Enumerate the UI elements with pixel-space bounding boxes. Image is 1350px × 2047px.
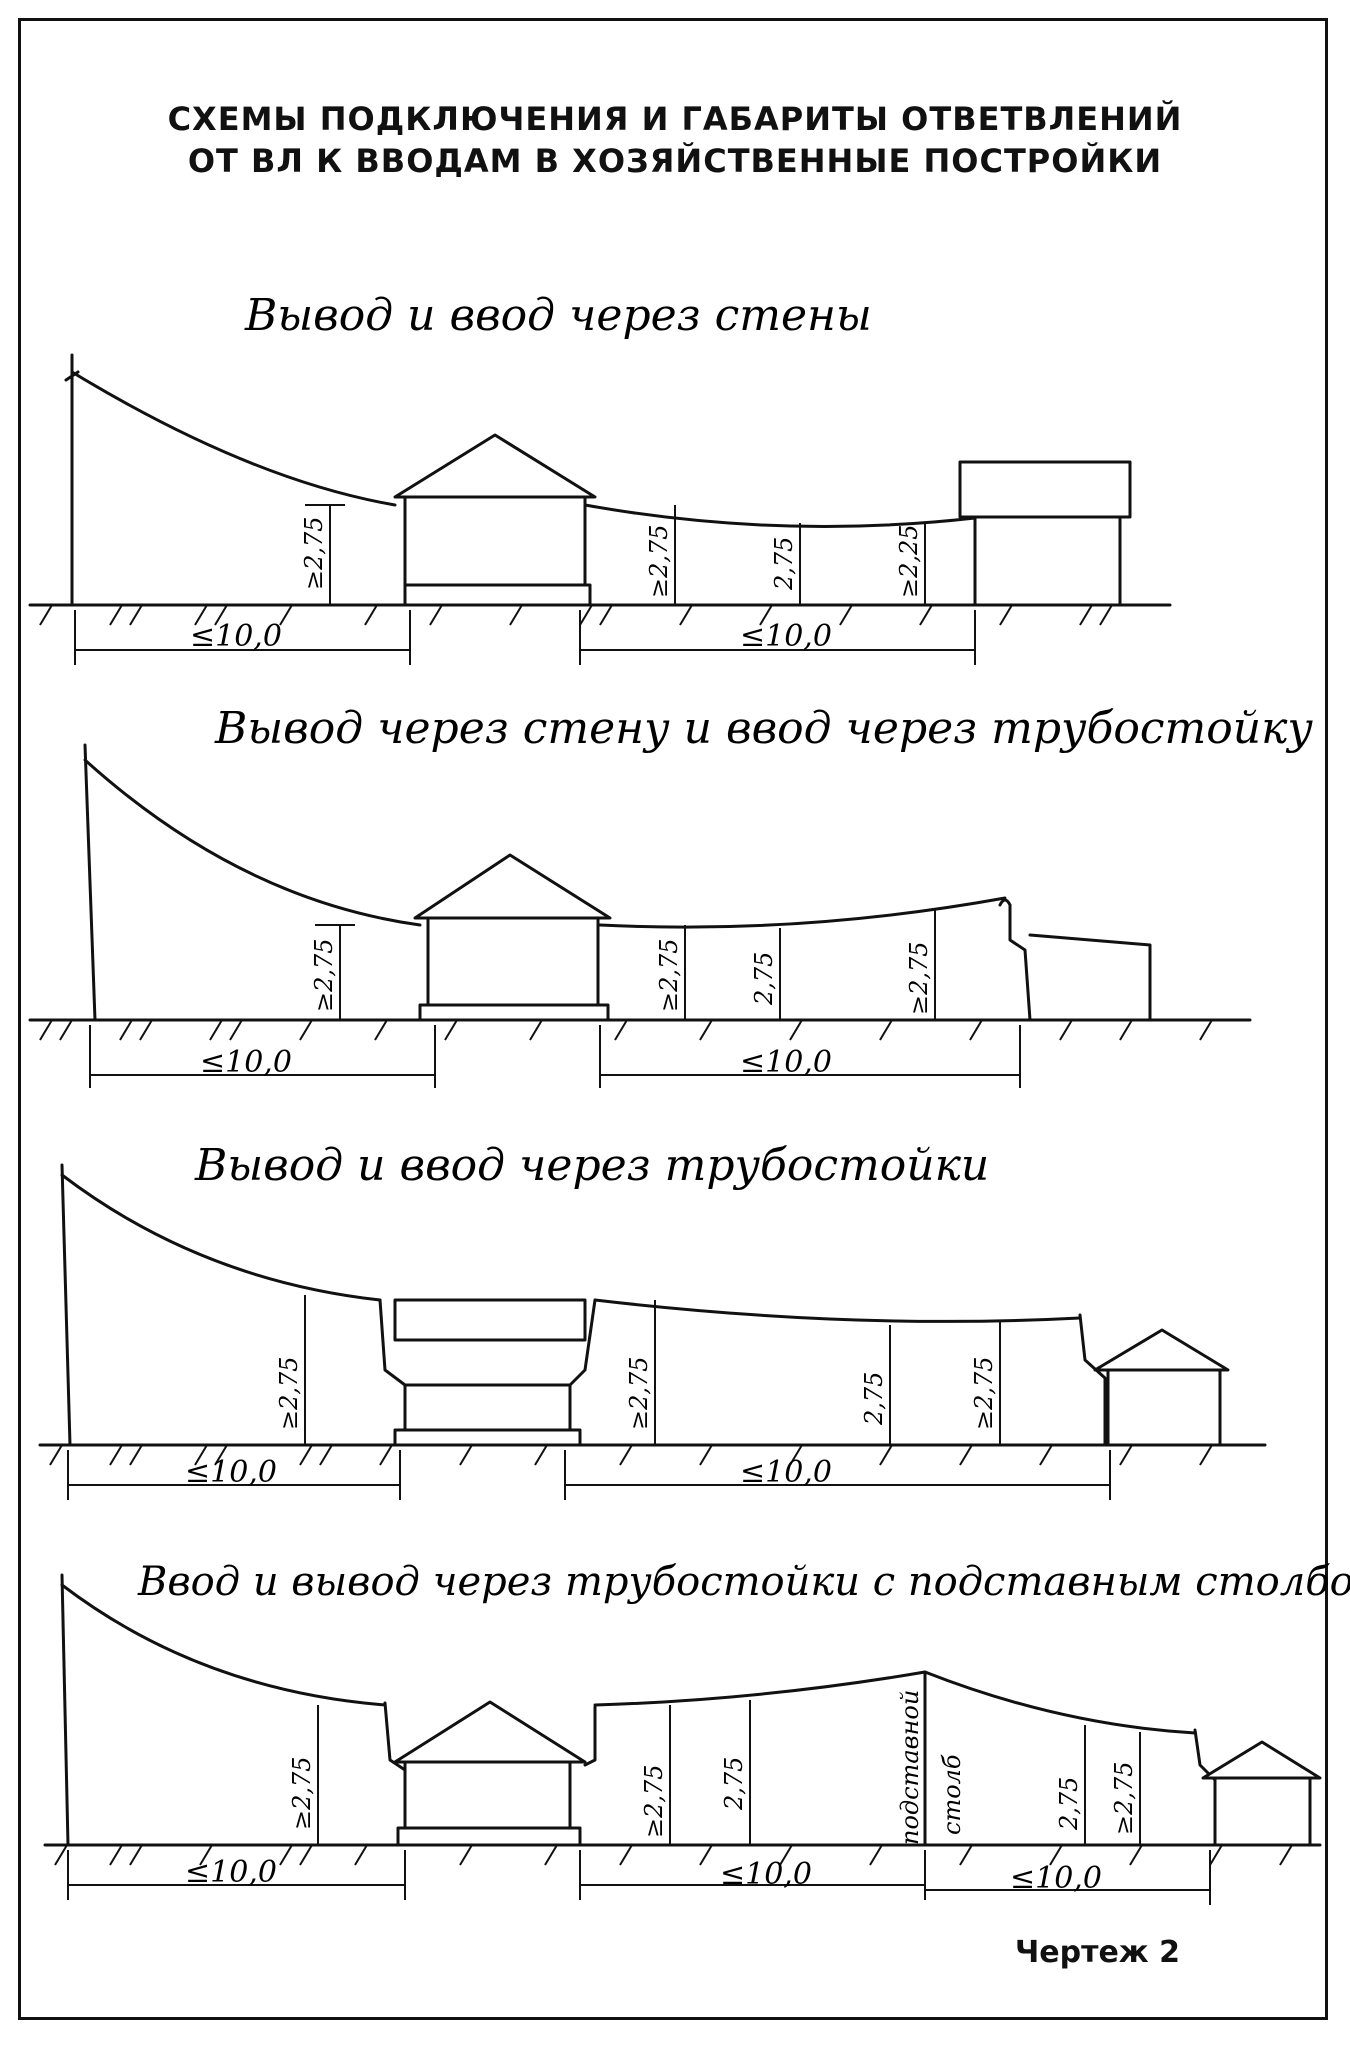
scheme-1-building-2: [958, 460, 1132, 607]
scheme-3-caption: Вывод и ввод через трубостойки: [194, 1140, 989, 1191]
scheme-4-height-3: 2,75: [720, 1757, 748, 1811]
scheme-1-span-2: ≤10,0: [740, 619, 832, 654]
scheme-1-height-4: ≥2,25: [895, 524, 923, 598]
scheme-1-height-1: ≥2,75: [300, 516, 328, 590]
scheme-1-wire-2: [583, 503, 977, 528]
scheme-4-building-2: [1193, 1728, 1322, 1847]
title-line-2: ОТ ВЛ К ВВОДАМ В ХОЗЯЙСТВЕННЫЕ ПОСТРОЙКИ: [187, 142, 1163, 180]
scheme-3-height-4: ≥2,75: [970, 1356, 998, 1430]
scheme-4-pole: [60, 1573, 70, 1847]
scheme-1-building-1: [393, 433, 597, 607]
scheme-4-height-1: ≥2,75: [288, 1756, 316, 1830]
scheme-2-height-4: ≥2,75: [905, 941, 933, 1015]
scheme-1: Вывод и ввод через стены: [28, 290, 1172, 665]
scheme-2-height-2: ≥2,75: [655, 938, 683, 1012]
scheme-3: Вывод и ввод через трубостойки: [38, 1140, 1267, 1500]
scheme-4-wire-3: [923, 1670, 1197, 1735]
scheme-2-caption: Вывод через стену и ввод через трубостой…: [214, 703, 1313, 754]
scheme-2-wire-2: [598, 896, 1007, 929]
title-line-1: СХЕМЫ ПОДКЛЮЧЕНИЯ И ГАБАРИТЫ ОТВЕТВЛЕНИЙ: [167, 100, 1183, 138]
scheme-4-height-2: ≥2,75: [640, 1764, 668, 1838]
scheme-4-span-1: ≤10,0: [185, 1855, 277, 1890]
scheme-2: Вывод через стену и ввод через трубостой…: [28, 703, 1313, 1088]
scheme-3-building-2: [1078, 1313, 1230, 1447]
scheme-4-pole-label-2: столб: [938, 1754, 966, 1835]
scheme-2-span-2: ≤10,0: [740, 1045, 832, 1080]
scheme-2-span-1: ≤10,0: [200, 1045, 292, 1080]
scheme-3-height-3: 2,75: [860, 1372, 888, 1426]
scheme-4-wire-1: [60, 1583, 387, 1707]
scheme-3-height-1: ≥2,75: [275, 1356, 303, 1430]
sheet-frame: [18, 18, 1328, 2020]
scheme-3-building-1: [378, 1298, 597, 1447]
scheme-4-caption: Ввод и вывод через трубостойки с подстав…: [137, 1559, 1350, 1605]
scheme-1-span-1: ≤10,0: [190, 619, 282, 654]
scheme-1-caption: Вывод и ввод через стены: [244, 290, 872, 341]
scheme-2-height-1: ≥2,75: [310, 938, 338, 1012]
scheme-2-height-3: 2,75: [750, 952, 778, 1006]
scheme-4-height-5: ≥2,75: [1110, 1761, 1138, 1835]
scheme-3-wire-2: [593, 1298, 1082, 1323]
scheme-2-building-1: [413, 853, 612, 1022]
sheet-number-label: Чертеж 2: [1015, 1935, 1180, 1970]
scheme-2-pole: [83, 743, 97, 1022]
scheme-4-pole-label-1: подставной: [896, 1690, 924, 1845]
scheme-4-building-1: [383, 1700, 597, 1847]
scheme-3-wire-1: [60, 1173, 382, 1302]
scheme-2-wire-1: [83, 758, 422, 927]
scheme-4-span-2: ≤10,0: [720, 1857, 812, 1892]
scheme-4-wire-2: [593, 1670, 927, 1707]
scheme-3-height-2: ≥2,75: [625, 1356, 653, 1430]
scheme-3-span-2: ≤10,0: [740, 1455, 832, 1490]
scheme-1-height-2: ≥2,75: [645, 524, 673, 598]
scheme-2-building-2: [998, 898, 1152, 1022]
scheme-3-span-1: ≤10,0: [185, 1455, 277, 1490]
scheme-4-span-3: ≤10,0: [1010, 1861, 1102, 1896]
scheme-3-pole: [60, 1163, 72, 1447]
scheme-1-height-3: 2,75: [770, 537, 798, 591]
scheme-4: Ввод и вывод через трубостойки с подстав…: [43, 1559, 1350, 1905]
scheme-4-height-4: 2,75: [1055, 1777, 1083, 1831]
scheme-1-wire-1: [70, 370, 397, 507]
